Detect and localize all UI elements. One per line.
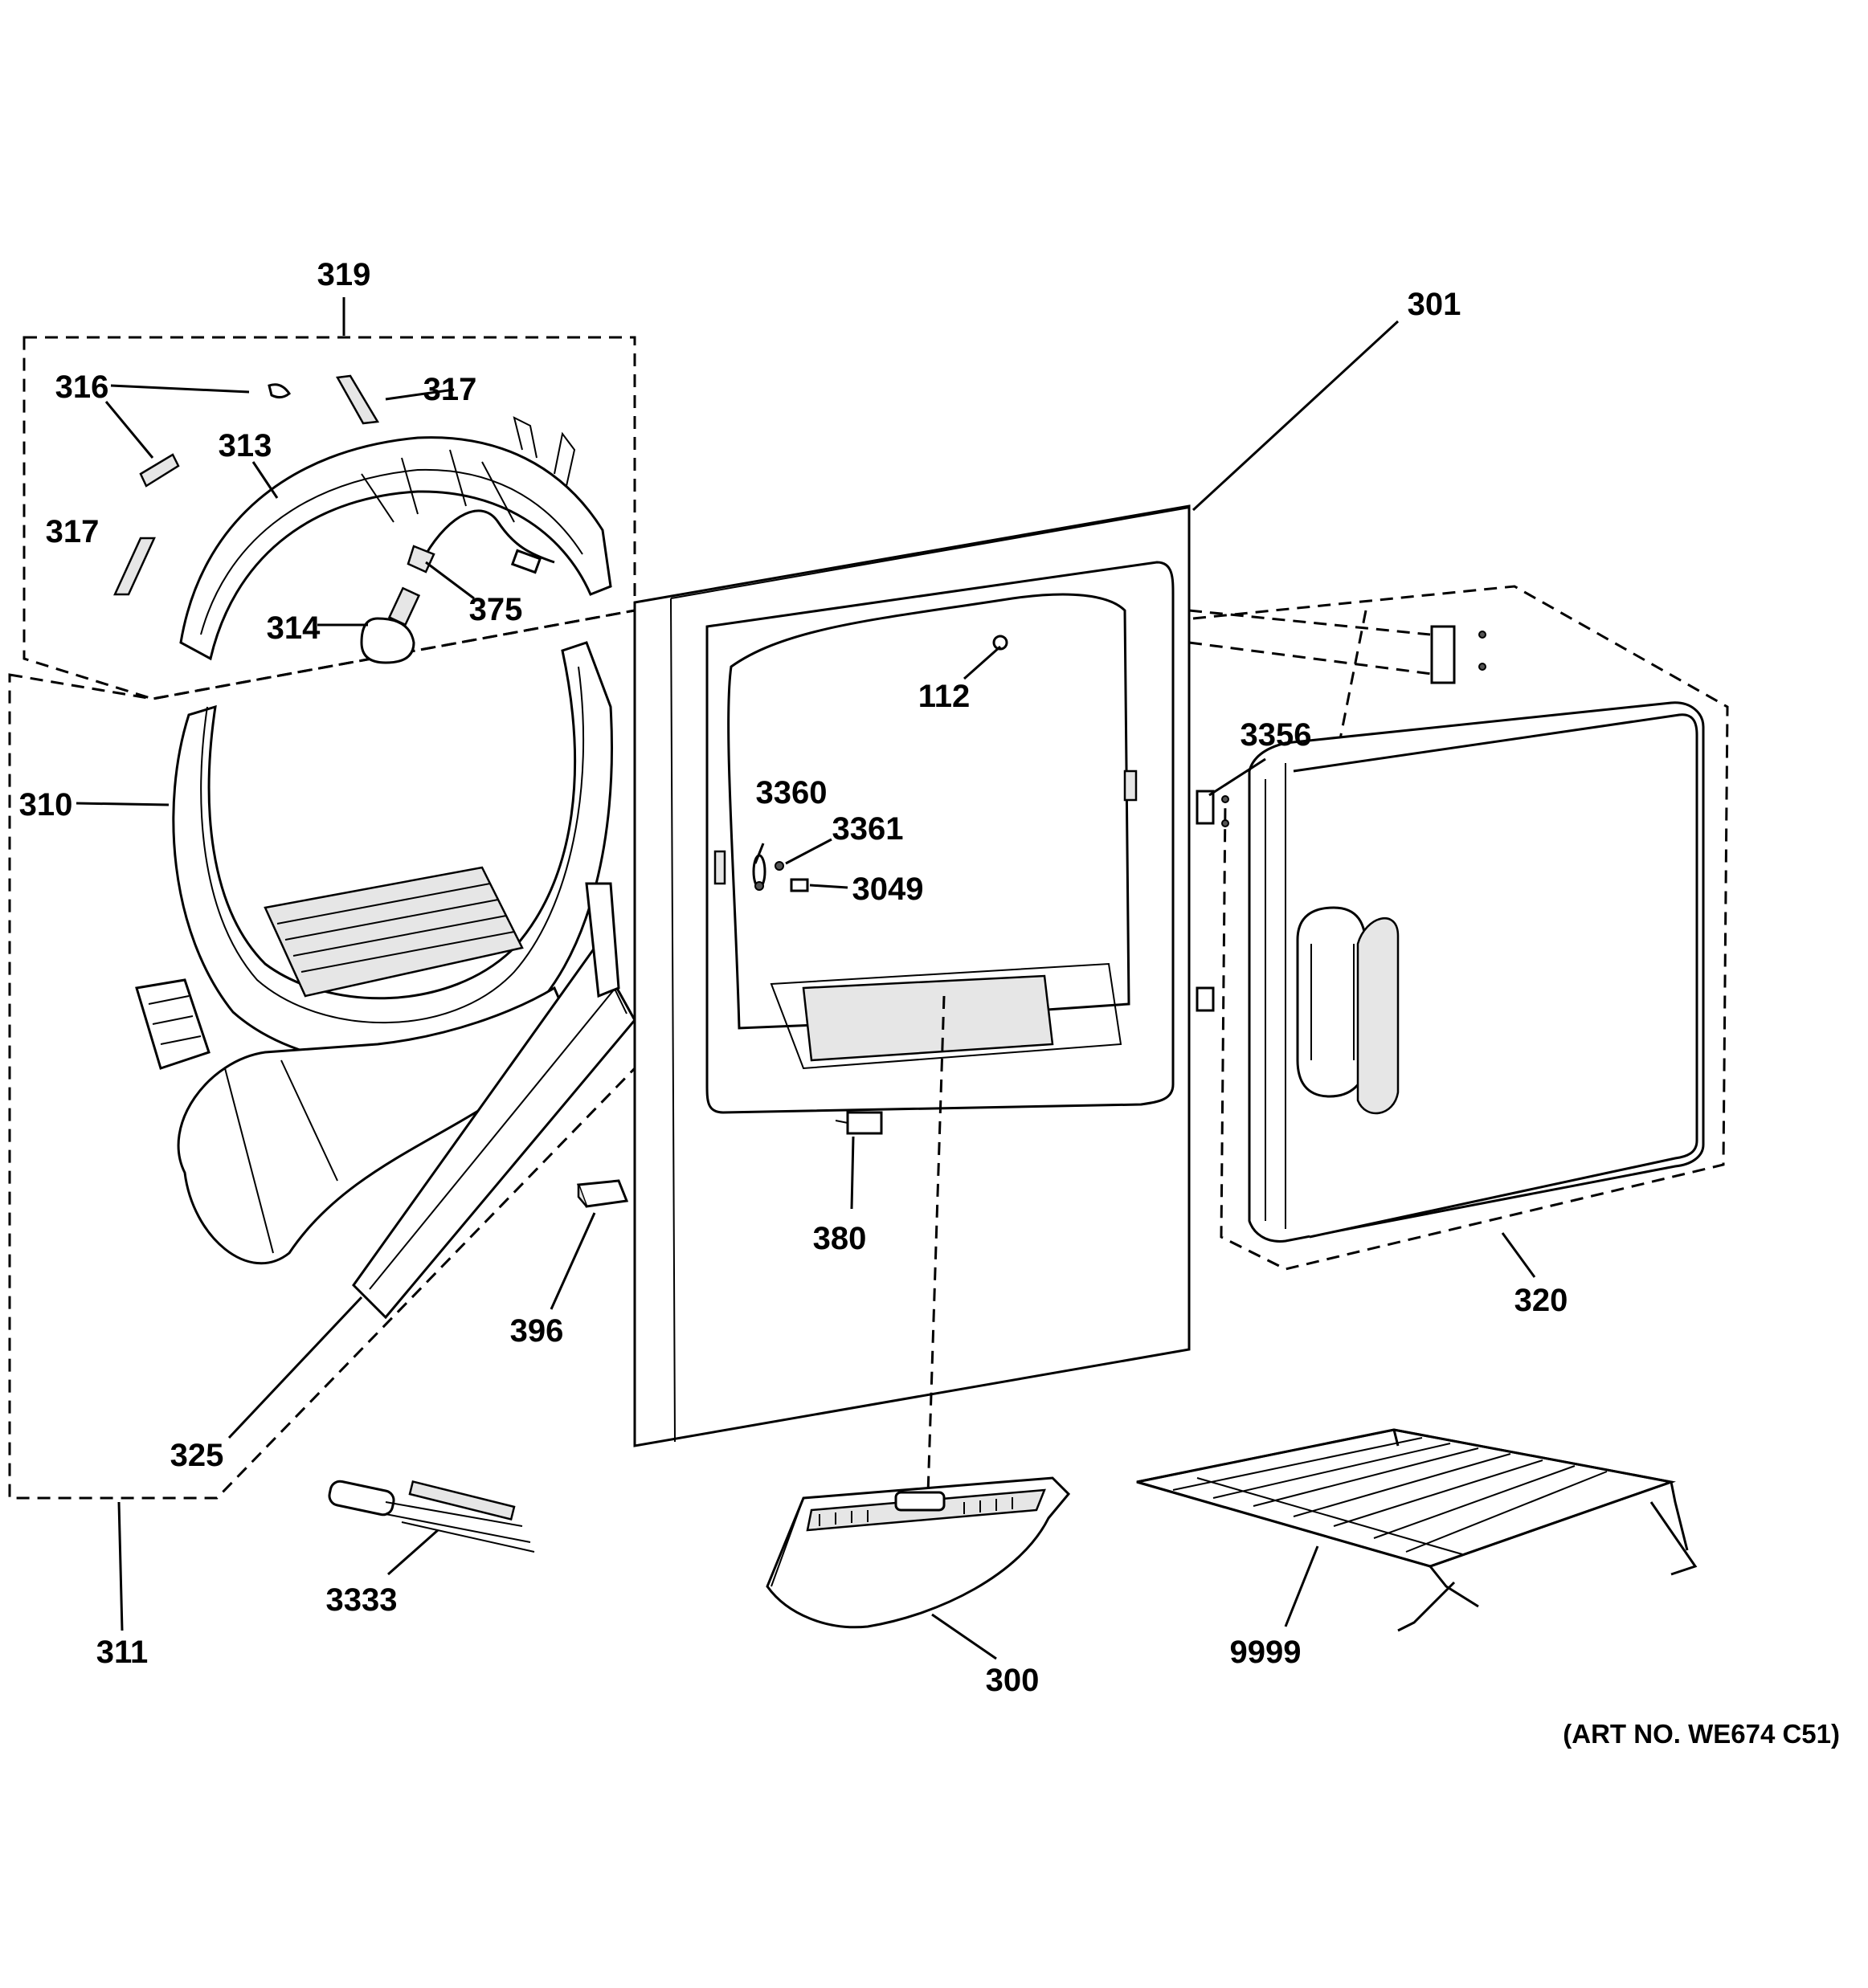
callout-300: 300 xyxy=(986,1663,1040,1698)
callout-labels: 319 316 317 317 313 375 314 310 325 311 … xyxy=(19,257,1840,1749)
callout-380: 380 xyxy=(813,1221,867,1256)
callout-313: 313 xyxy=(219,428,272,463)
part-3049 xyxy=(790,878,809,892)
sensor-bar-3333 xyxy=(328,1480,535,1553)
hinge-3356 xyxy=(1196,790,1229,827)
lamp-314 xyxy=(360,586,421,664)
front-panel-301 xyxy=(633,504,1191,1447)
callout-314: 314 xyxy=(267,610,321,646)
block-396 xyxy=(576,1179,629,1208)
callout-320: 320 xyxy=(1514,1283,1568,1318)
duct-325 xyxy=(177,882,636,1320)
lint-filter-300 xyxy=(766,1476,1071,1629)
callout-316: 316 xyxy=(55,369,109,405)
leader-lines xyxy=(76,297,1536,1660)
callout-301: 301 xyxy=(1408,287,1461,322)
harness-375 xyxy=(407,509,555,574)
strip-317-left xyxy=(113,537,156,596)
callout-3049: 3049 xyxy=(852,872,924,907)
callout-317-top: 317 xyxy=(423,372,477,407)
strip-317-top xyxy=(335,374,380,425)
upper-front-frame-313 xyxy=(179,416,612,661)
callout-311: 311 xyxy=(96,1635,149,1670)
callout-325: 325 xyxy=(170,1438,224,1473)
callout-375: 375 xyxy=(469,592,523,627)
front-bulkhead-310 xyxy=(135,641,614,1070)
clip-316 xyxy=(139,383,292,488)
callout-3360: 3360 xyxy=(756,775,828,810)
drying-rack-9999 xyxy=(1136,1428,1698,1632)
callout-112: 112 xyxy=(918,679,971,714)
callout-317-left: 317 xyxy=(46,514,100,549)
callout-3333: 3333 xyxy=(326,1582,398,1618)
door-320 xyxy=(1248,701,1705,1243)
art-number: (ART NO. WE674 C51) xyxy=(1563,1719,1840,1749)
group-320-boundary xyxy=(1192,585,1729,1271)
callout-3361: 3361 xyxy=(832,811,904,847)
callout-9999: 9999 xyxy=(1230,1635,1302,1670)
callout-310: 310 xyxy=(19,787,73,823)
callout-3356: 3356 xyxy=(1241,717,1312,753)
hinge-bracket xyxy=(1430,625,1486,684)
door-strike xyxy=(1196,986,1215,1012)
screw-3361 xyxy=(775,861,784,871)
callout-319: 319 xyxy=(317,257,371,292)
callout-396: 396 xyxy=(510,1313,564,1349)
door-switch-380 xyxy=(846,1111,883,1135)
